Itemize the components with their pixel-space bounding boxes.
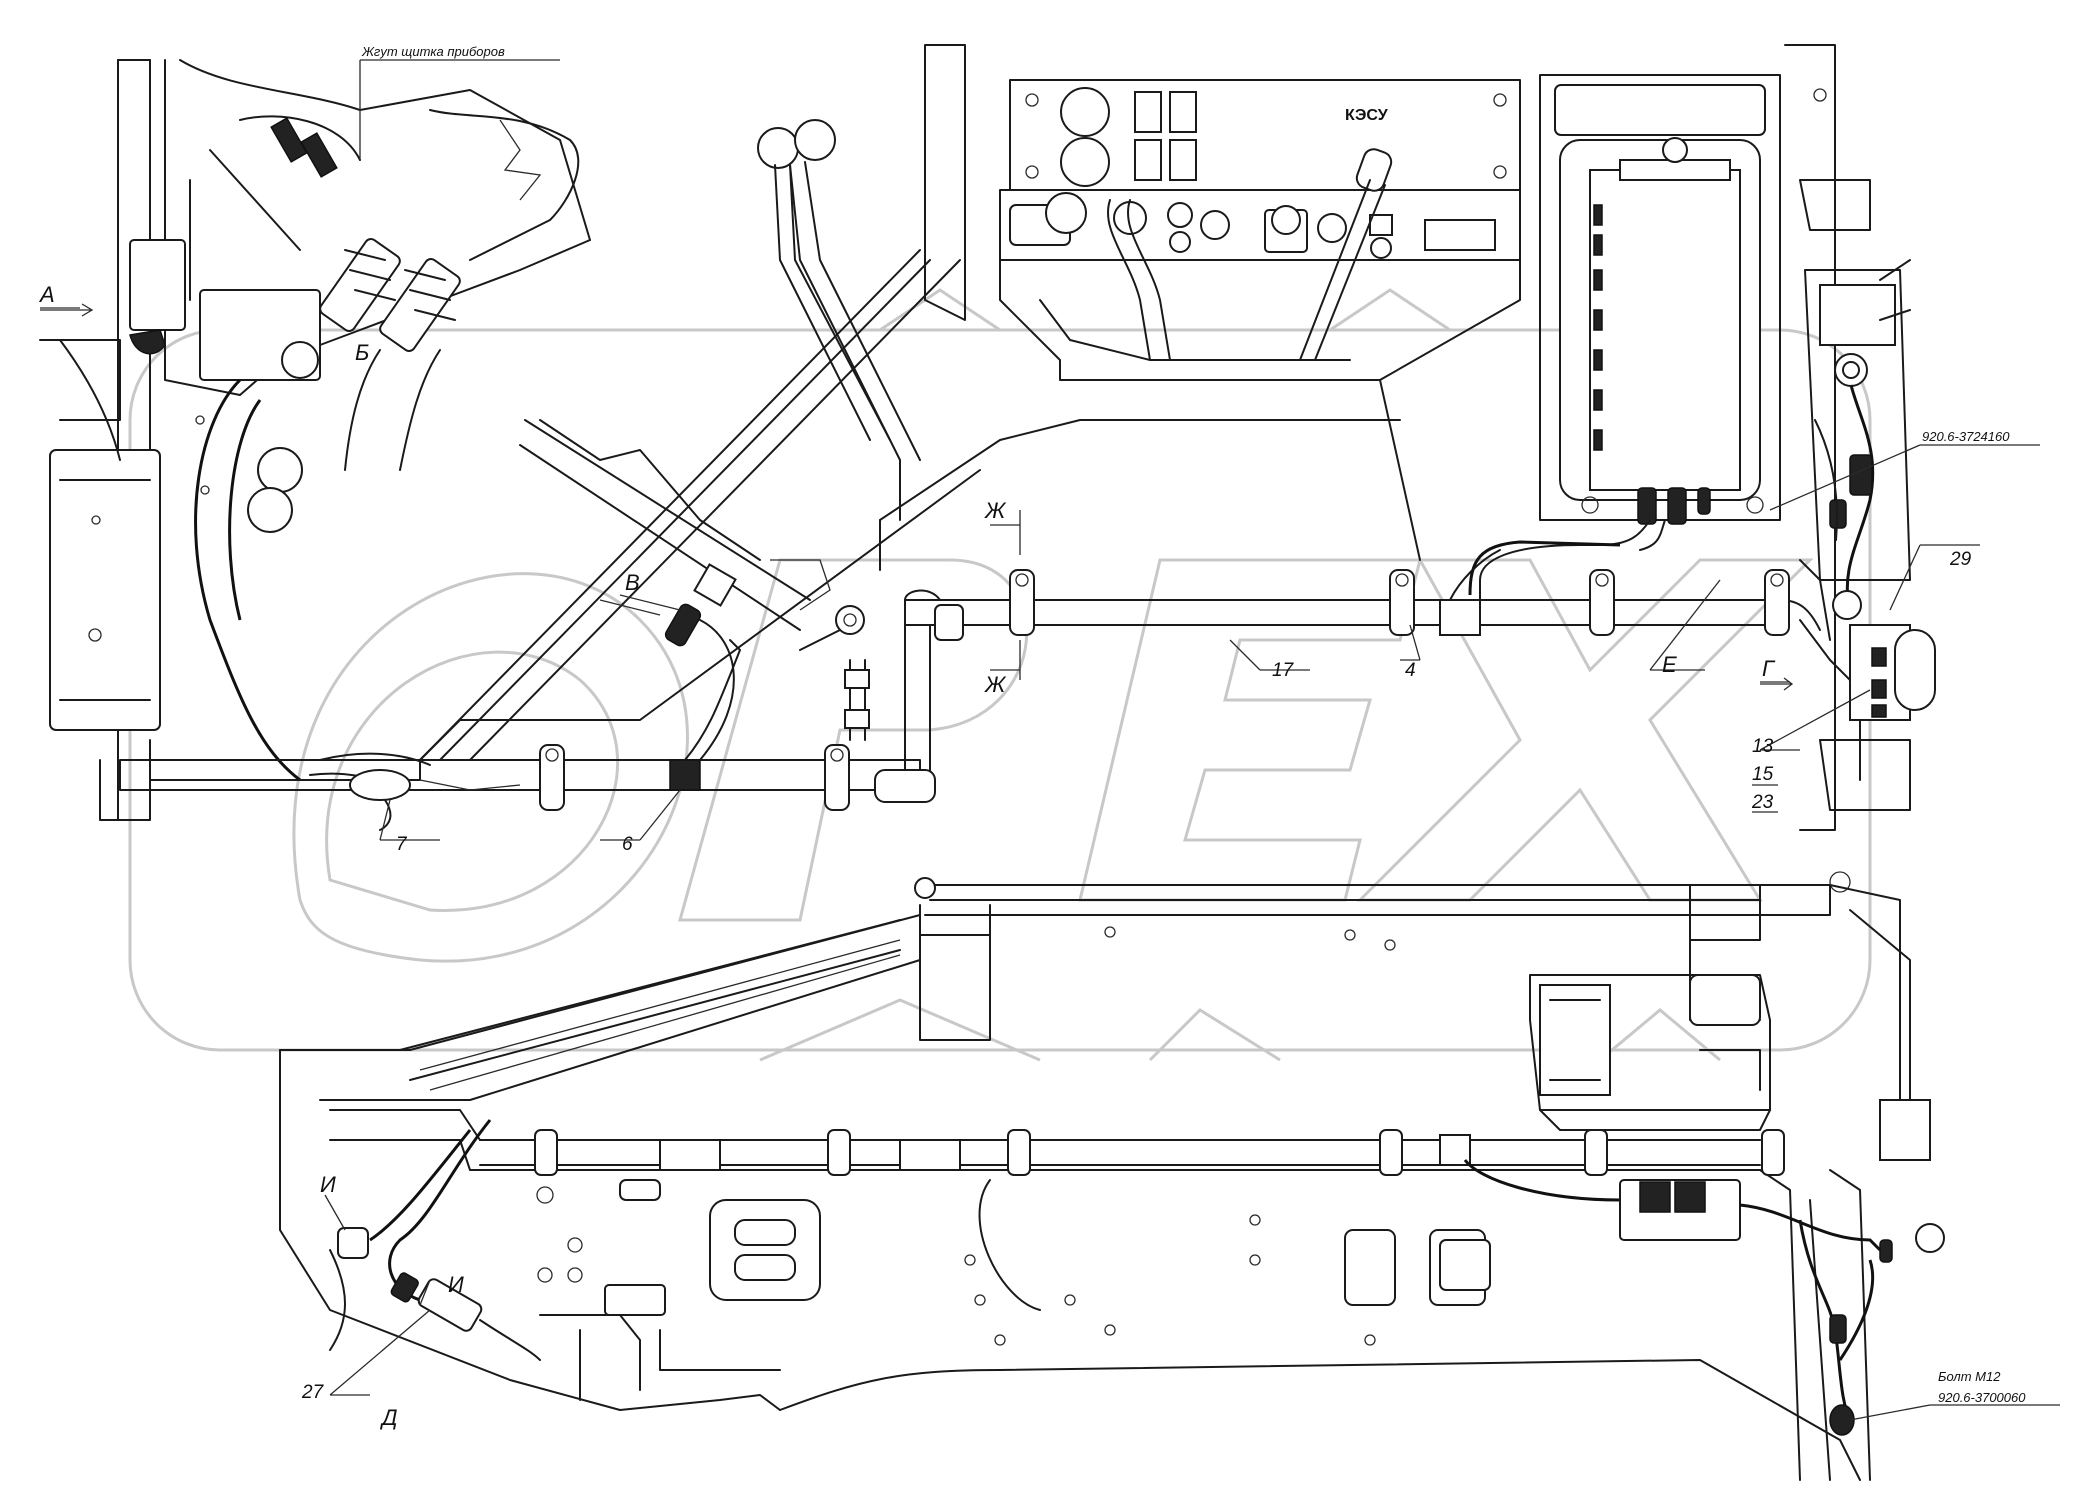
view-letter-zh-top: Ж bbox=[984, 498, 1007, 523]
view-letter-i-bottom: И bbox=[448, 1272, 464, 1297]
drawing-labels: Жгут щитка приборов 920.6-3724160 Болт М… bbox=[38, 44, 2026, 1430]
left-harness-assembly bbox=[39, 59, 591, 821]
callout-29: 29 bbox=[1949, 549, 1972, 570]
view-arrows bbox=[40, 303, 1794, 691]
bolt-part-number: 920.6-3700060 bbox=[1938, 1390, 2026, 1405]
callout-17: 17 bbox=[1272, 660, 1295, 681]
view-letter-g: Г bbox=[1762, 656, 1776, 681]
bolt-name: Болт М12 bbox=[1938, 1369, 2001, 1384]
ecu-unit bbox=[1479, 74, 1781, 601]
kesu-label: КЭСУ bbox=[1345, 107, 1389, 124]
callout-23: 23 bbox=[1751, 792, 1774, 813]
view-letter-v: В bbox=[625, 570, 640, 595]
harness-caption: Жгут щитка приборов bbox=[361, 44, 505, 59]
callout-7: 7 bbox=[396, 834, 408, 855]
control-panel: КЭСУ bbox=[879, 44, 1521, 571]
pedal-lever-assembly bbox=[419, 119, 961, 761]
view-letter-e: Е bbox=[1662, 652, 1677, 677]
callout-15: 15 bbox=[1752, 764, 1774, 785]
tube-clamps bbox=[539, 569, 1790, 811]
right-pillar bbox=[1784, 44, 1936, 831]
bottom-frame-assembly bbox=[279, 871, 1945, 1481]
view-letter-i-top: И bbox=[320, 1172, 336, 1197]
part-number-top: 920.6-3724160 bbox=[1922, 429, 2010, 444]
view-letter-zh-bottom: Ж bbox=[984, 672, 1007, 697]
view-letter-d: Д bbox=[379, 1405, 398, 1430]
harness-tube-top bbox=[309, 540, 1821, 831]
view-letter-a: А bbox=[38, 282, 55, 307]
bottom-clamps bbox=[534, 1129, 1785, 1176]
callout-27: 27 bbox=[301, 1382, 325, 1403]
callout-6: 6 bbox=[622, 834, 633, 855]
callout-4: 4 bbox=[1405, 660, 1416, 681]
callout-13: 13 bbox=[1752, 736, 1774, 757]
view-letter-b: Б bbox=[355, 340, 369, 365]
ac-unit bbox=[1529, 974, 1771, 1131]
connector-pair bbox=[319, 238, 461, 352]
ecu-connector-strip bbox=[1593, 204, 1603, 451]
leader-lines bbox=[40, 59, 2060, 1421]
